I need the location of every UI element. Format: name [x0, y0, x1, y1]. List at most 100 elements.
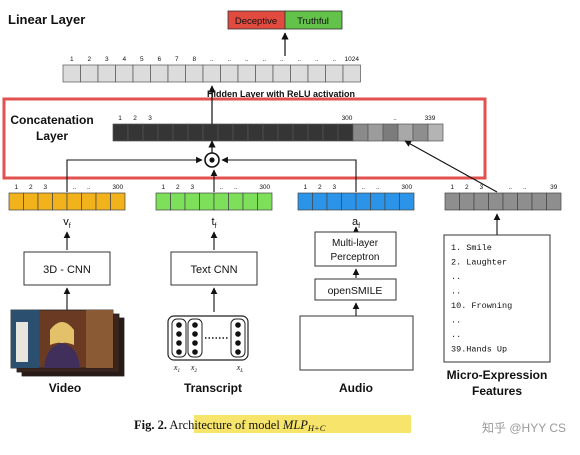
video-vector-label: vf [63, 216, 71, 230]
audio-vector-cell [312, 192, 328, 211]
cnn3d-box [23, 251, 111, 286]
hidden-cell [290, 64, 309, 83]
cnn3d-label: 3D - CNN [43, 264, 91, 276]
text-vector-cell [170, 192, 186, 211]
hidden-cell [237, 64, 256, 83]
audio-vector-index: 1 [303, 184, 307, 191]
hidden-cell [132, 64, 151, 83]
hidden-index: .. [245, 56, 249, 63]
video-vector-index: .. [87, 184, 91, 191]
concat-cell-dark [202, 123, 219, 142]
video-vector-index: 2 [29, 184, 33, 191]
hidden-index: .. [297, 56, 301, 63]
concat-layer-vector [112, 123, 444, 142]
concat-cell-dark [232, 123, 249, 142]
concat-cell-light [367, 123, 384, 142]
video-vector-cell [95, 192, 111, 211]
micro-list-item: .. [451, 330, 461, 340]
micro-vector-cell [531, 192, 547, 211]
audio-vector-cell [355, 192, 371, 211]
audio-vector-index: .. [376, 184, 380, 191]
concat-layer-indices: 1 2 3 300 .. 339 [118, 115, 436, 122]
text-vector-cell [228, 192, 244, 211]
text-vector-cell [257, 192, 273, 211]
caption-highlight [194, 415, 411, 433]
audio-vector-index: 3 [332, 184, 336, 191]
micro-list-item: 39.Hands Up [451, 345, 507, 355]
micro-vector-cell [546, 192, 562, 211]
micro-list-item: .. [451, 316, 461, 326]
micro-list-item: 1. Smile [451, 243, 492, 253]
concat-cell-dark [262, 123, 279, 142]
hidden-cell [255, 64, 274, 83]
audio-vector-index: 2 [318, 184, 322, 191]
concat-index: 2 [133, 115, 137, 122]
text-vector-index: .. [219, 184, 223, 191]
hidden-layer-vector [62, 64, 361, 83]
concat-cell-dark [322, 123, 339, 142]
mlp-box [314, 231, 397, 267]
concat-cell-dark [127, 123, 144, 142]
concat-cell-light [352, 123, 369, 142]
micro-list-item: .. [451, 272, 461, 282]
video-vector-cell [81, 192, 97, 211]
hidden-index: 6 [157, 56, 161, 63]
audio-waveform-image [299, 315, 414, 371]
concat-cell-dark [142, 123, 159, 142]
hidden-index: .. [210, 56, 214, 63]
video-vector-index: 300 [112, 184, 123, 191]
micro-label-line1: Micro-Expression [447, 368, 548, 382]
hidden-cell [115, 64, 134, 83]
linear-layer-title: Linear Layer [8, 12, 85, 27]
hidden-cell [307, 64, 326, 83]
micro-vector-cell [488, 192, 504, 211]
concat-cell-light [382, 123, 399, 142]
micro-vector-cell [444, 192, 460, 211]
hidden-index: 3 [105, 56, 109, 63]
concat-cell-light [427, 123, 444, 142]
transcript-label: Transcript [184, 381, 242, 395]
hidden-index: 8 [192, 56, 196, 63]
concat-cell-dark [292, 123, 309, 142]
concat-cell-light [397, 123, 414, 142]
audio-vector-cell [384, 192, 400, 211]
concat-index: 3 [148, 115, 152, 122]
hidden-cell [97, 64, 116, 83]
arrow-micro-to-concat [404, 140, 498, 193]
audio-vector-cell [399, 192, 415, 211]
concat-cell-dark [157, 123, 174, 142]
text-vector-cell [184, 192, 200, 211]
text-vector-cell [242, 192, 258, 211]
micro-list-item: 2. Laughter [451, 258, 507, 268]
text-vector-index: 1 [161, 184, 165, 191]
text-vector-label: tf [211, 216, 216, 230]
hidden-cell [62, 64, 81, 83]
hidden-cell [202, 64, 221, 83]
video-vector-cell [66, 192, 82, 211]
transcript-matrix-icon [167, 315, 249, 361]
mlp-label-line1: Multi-layer [332, 238, 379, 249]
video-vector-cell [23, 192, 39, 211]
micro-vector-cell [502, 192, 518, 211]
hidden-index: .. [315, 56, 319, 63]
watermark: 知乎 @HYY CS [482, 421, 566, 435]
transcript-xL: xL [236, 363, 244, 374]
video-vector-cell [110, 192, 126, 211]
text-vector-index: 3 [190, 184, 194, 191]
fusion-lines [66, 156, 357, 192]
video-label: Video [49, 381, 81, 395]
concat-index: 339 [425, 115, 436, 122]
truthful-box [284, 10, 343, 30]
hidden-cell [150, 64, 169, 83]
concat-highlight-box [2, 97, 487, 180]
concat-cell-dark [247, 123, 264, 142]
text-vector-index: .. [234, 184, 238, 191]
concat-cell-dark [187, 123, 204, 142]
text-vector-cell [199, 192, 215, 211]
truthful-label: Truthful [297, 16, 329, 27]
concat-cell-dark [307, 123, 324, 142]
video-vector-index: .. [72, 184, 76, 191]
